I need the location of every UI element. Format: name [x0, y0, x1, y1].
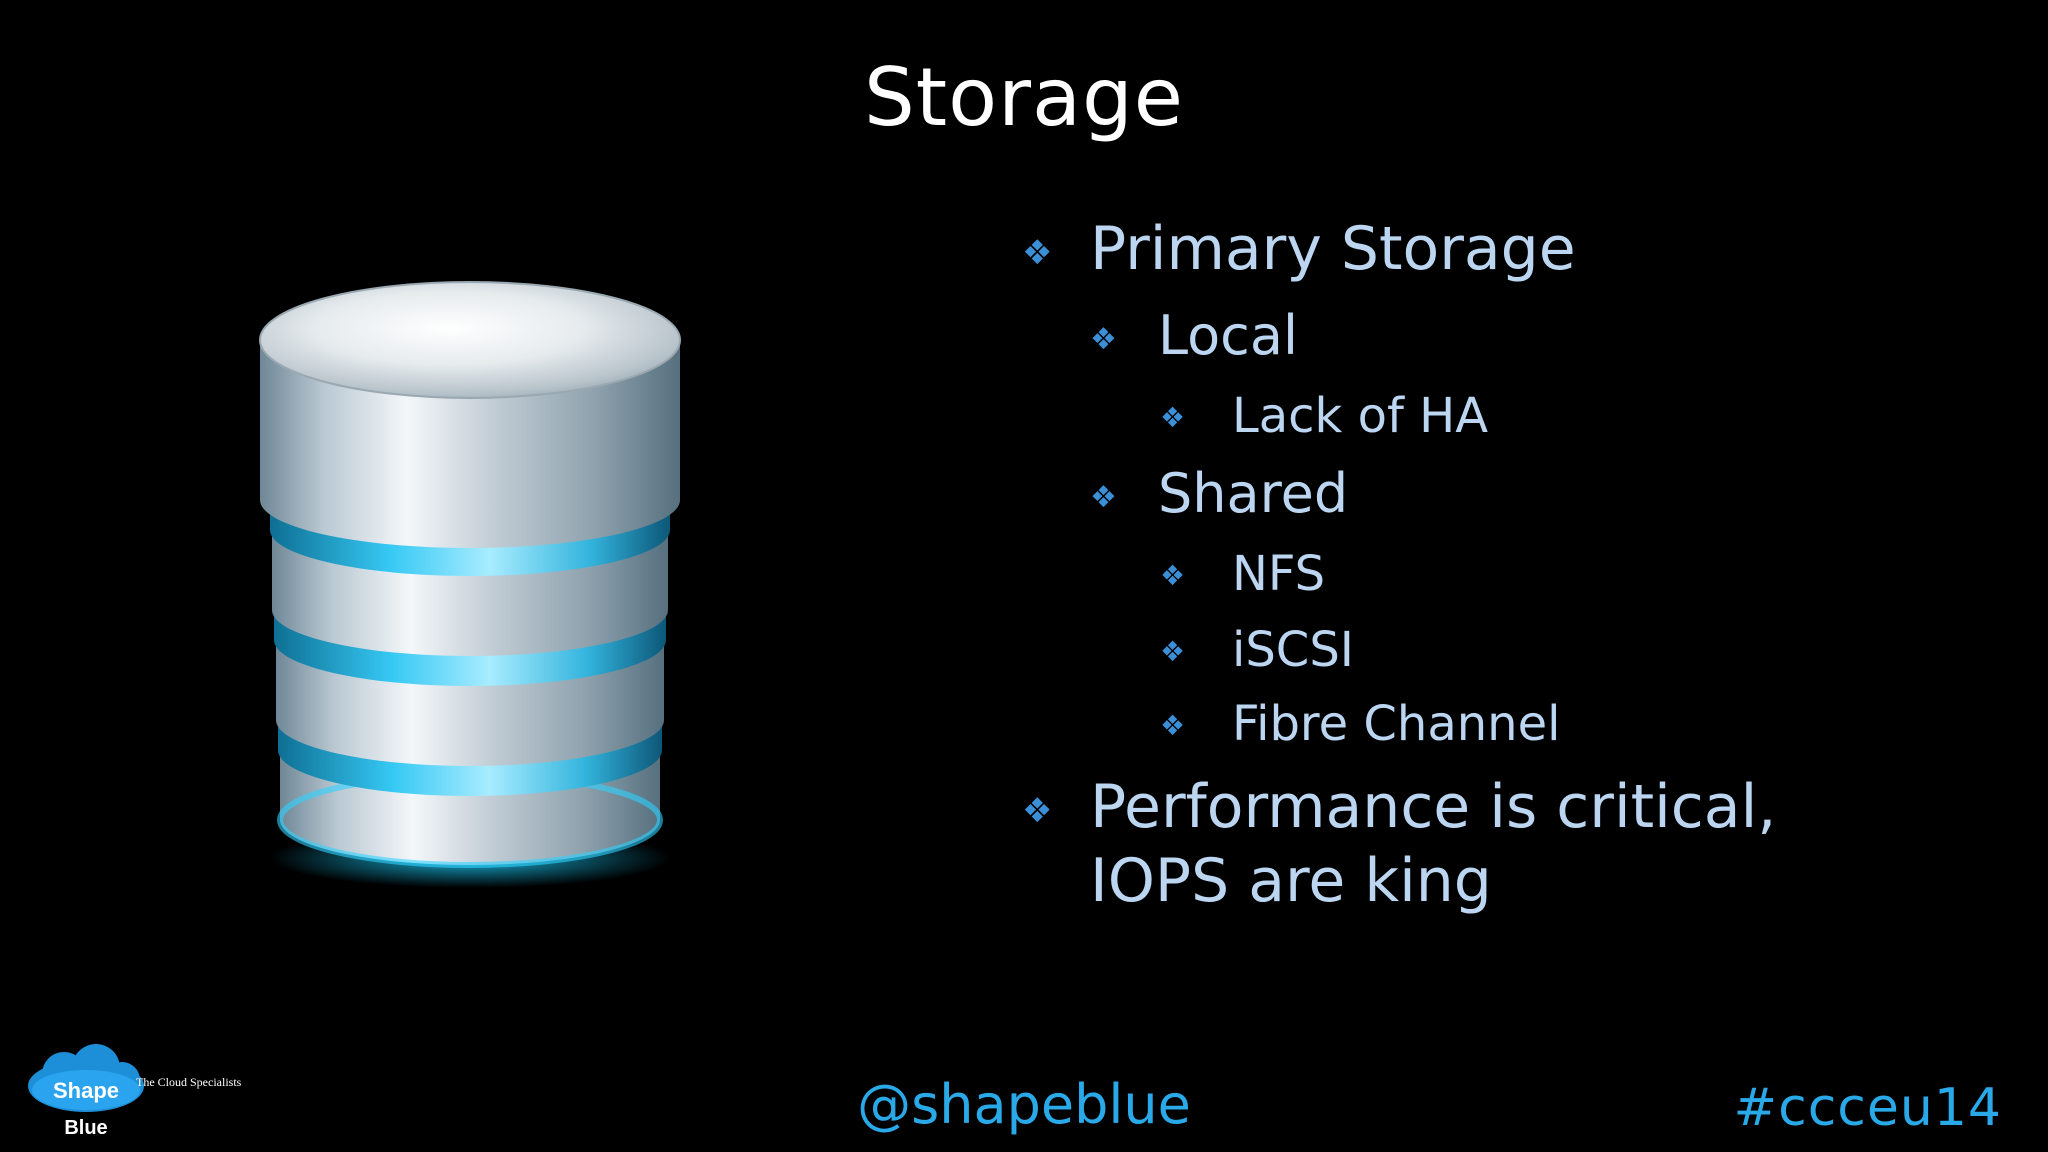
database-cylinder-icon — [250, 280, 690, 900]
bullet-shared: ❖ Shared — [1090, 460, 1348, 528]
bullet-fibre-channel: ❖ Fibre Channel — [1160, 694, 1560, 754]
bullet-performance-continued: IOPS are king — [1090, 846, 1492, 916]
bullet-diamond-icon: ❖ — [1160, 709, 1186, 742]
bullet-diamond-icon: ❖ — [1160, 401, 1186, 434]
event-hashtag: #ccceu14 — [1733, 1078, 2002, 1138]
bullet-iscsi: ❖ iSCSI — [1160, 620, 1354, 680]
bullet-performance: ❖ Performance is critical, — [1022, 770, 1776, 844]
bullet-primary-storage: ❖ Primary Storage — [1022, 212, 1576, 286]
logo-tagline: The Cloud Specialists — [136, 1075, 242, 1089]
logo-name-top: Shape — [53, 1078, 119, 1103]
bullet-diamond-icon: ❖ — [1022, 791, 1053, 831]
bullet-local: ❖ Local — [1090, 302, 1298, 370]
bullet-diamond-icon: ❖ — [1090, 480, 1117, 515]
shapeblue-logo: Shape Blue The Cloud Specialists — [24, 1040, 304, 1140]
cloud-icon — [28, 1044, 144, 1112]
bullet-diamond-icon: ❖ — [1160, 635, 1186, 668]
bullet-diamond-icon: ❖ — [1090, 322, 1117, 357]
bullet-nfs: ❖ NFS — [1160, 544, 1325, 604]
bullet-diamond-icon: ❖ — [1160, 559, 1186, 592]
slide-title: Storage — [863, 51, 1184, 144]
logo-name-bottom: Blue — [64, 1117, 107, 1139]
twitter-handle: @shapeblue — [857, 1073, 1191, 1136]
bullet-diamond-icon: ❖ — [1022, 233, 1053, 273]
bullet-lack-of-ha: ❖ Lack of HA — [1160, 386, 1488, 446]
